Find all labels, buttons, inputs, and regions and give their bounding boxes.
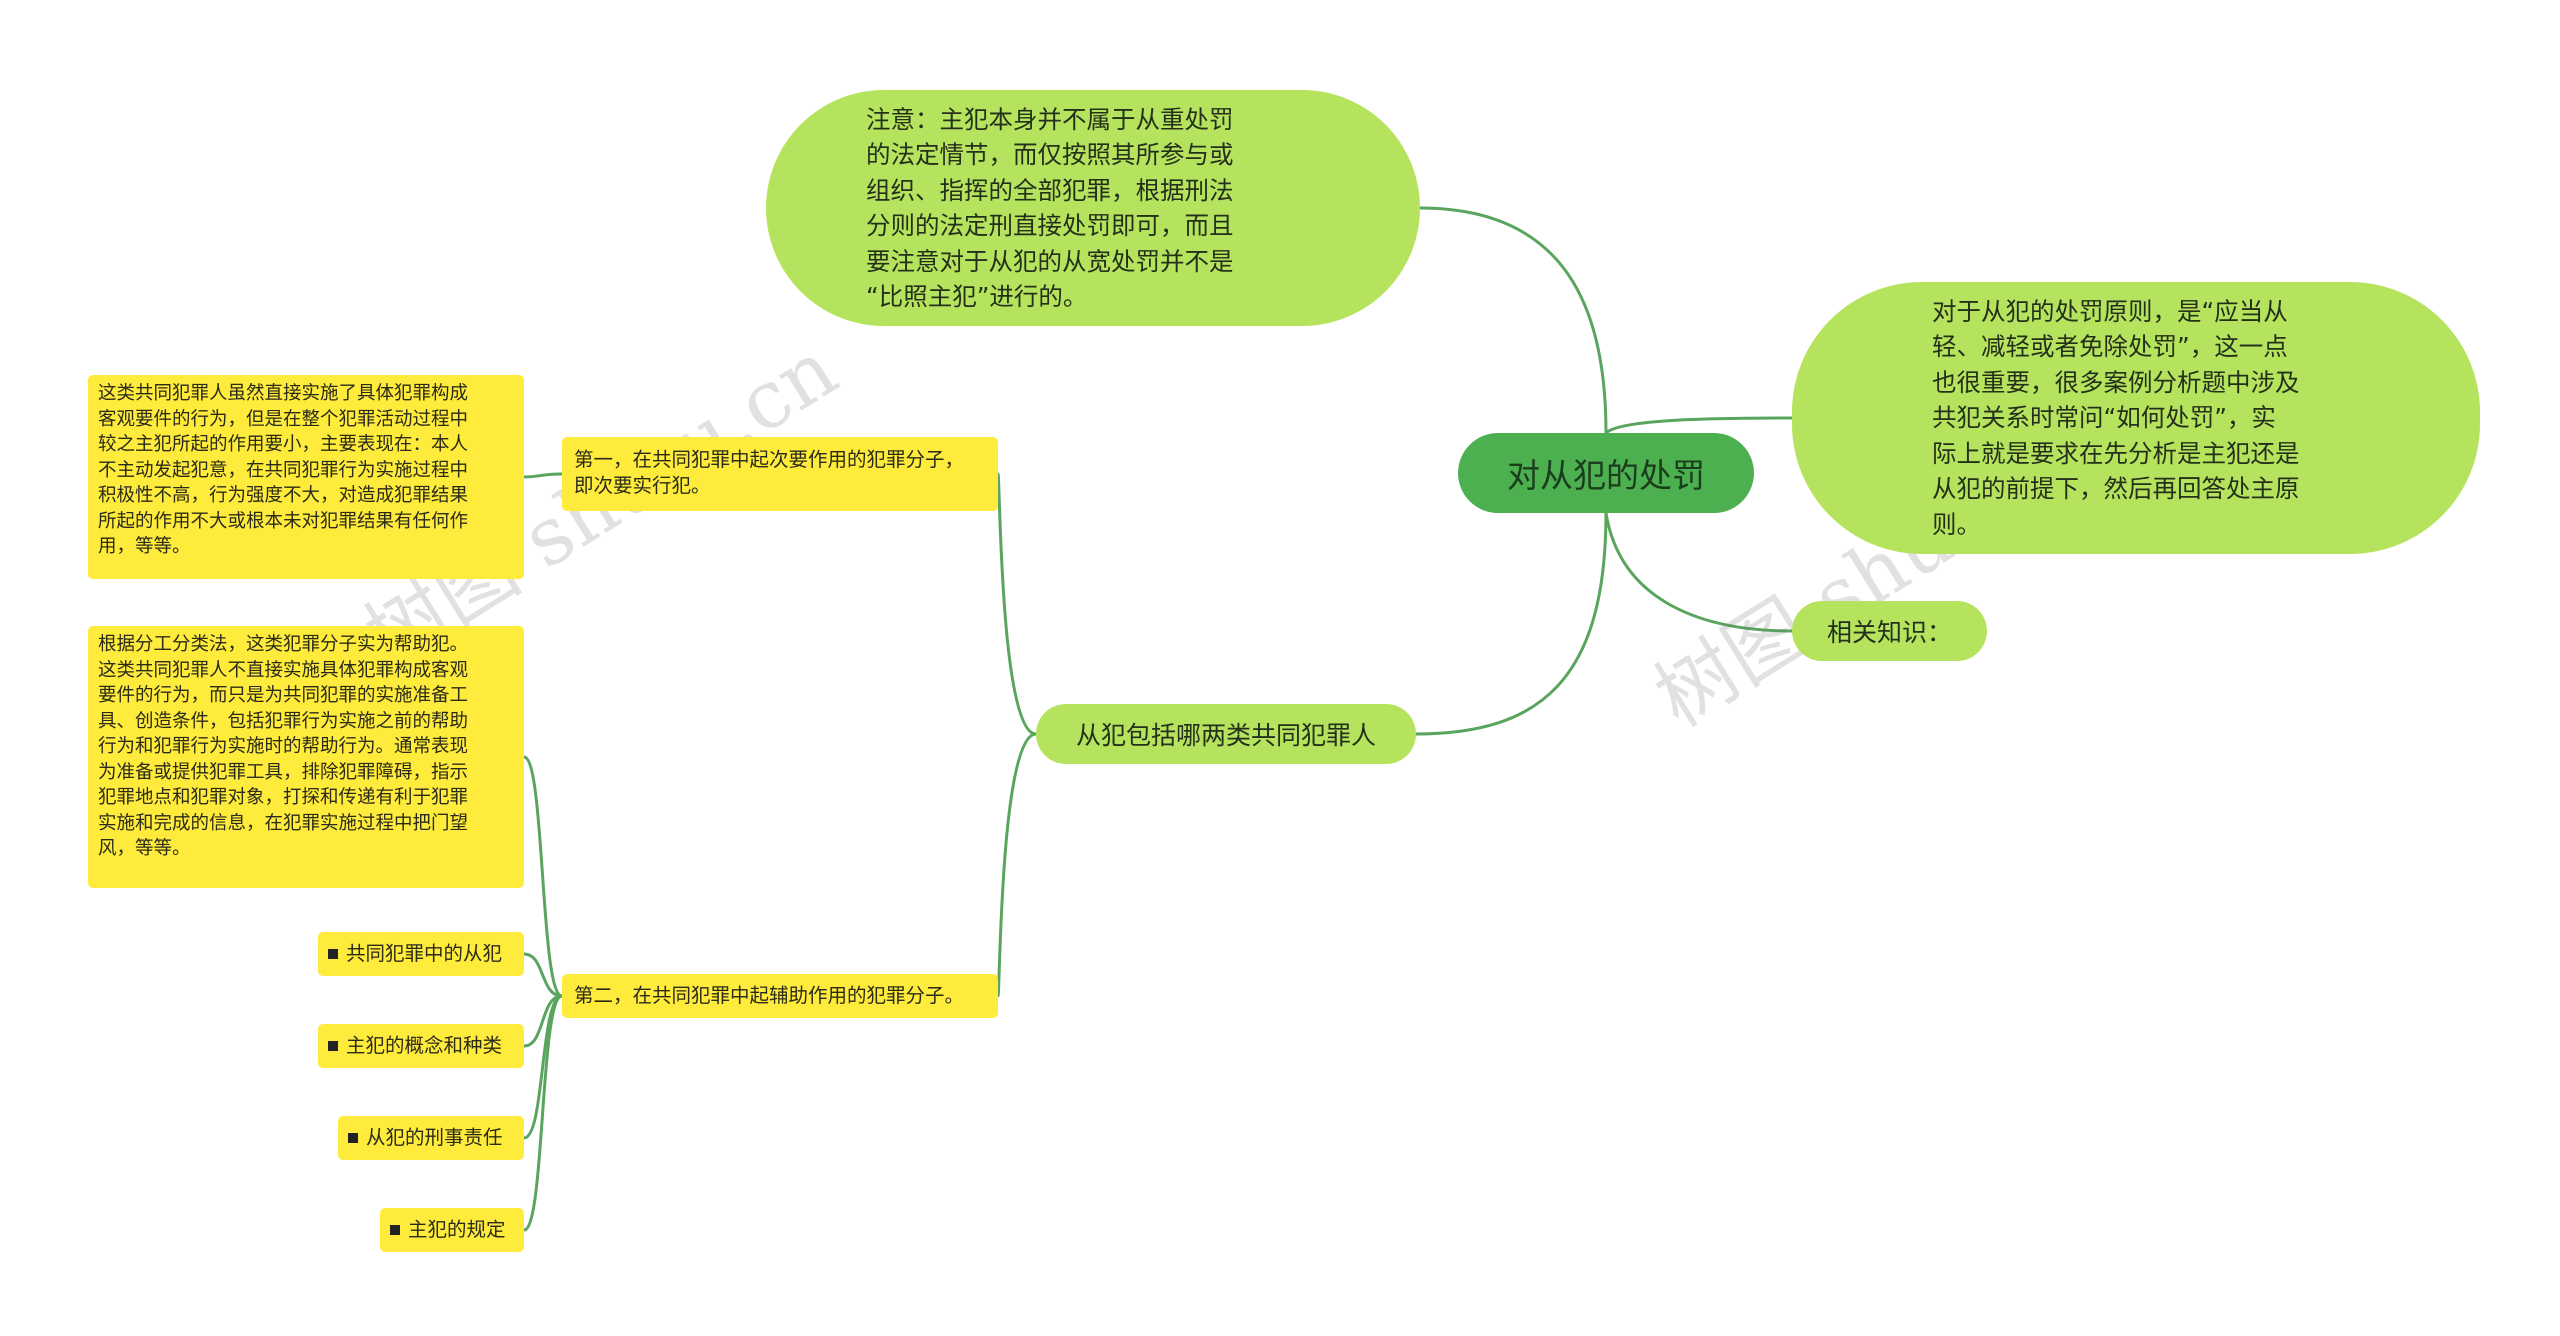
- note-node[interactable]: 注意：主犯本身并不属于从重处罚 的法定情节，而仅按照其所参与或 组织、指挥的全部…: [766, 90, 1420, 326]
- root-label: 对从犯的处罚: [1507, 456, 1705, 495]
- related-node[interactable]: 相关知识：: [1792, 601, 1987, 661]
- related-link-label: 从犯的刑事责任: [366, 1126, 503, 1150]
- edge-root-which: [1415, 512, 1608, 736]
- related-link[interactable]: 共同犯罪中的从犯: [318, 932, 524, 976]
- related-link-label: 主犯的概念和种类: [346, 1034, 503, 1058]
- edge-first-detail1: [523, 472, 563, 479]
- first-type-detail: 这类共同犯罪人虽然直接实施了具体犯罪构成 客观要件的行为，但是在整个犯罪活动过程…: [88, 375, 524, 579]
- related-link[interactable]: 从犯的刑事责任: [338, 1116, 524, 1160]
- bullet-icon: [348, 1133, 358, 1143]
- edge-which-second: [996, 732, 1037, 998]
- related-label: 相关知识：: [1826, 618, 1952, 647]
- edge-second-link2: [523, 994, 563, 1048]
- bullet-icon: [390, 1225, 400, 1235]
- edge-second-detail2: [523, 755, 563, 998]
- principle-node[interactable]: 对于从犯的处罚原则，是“应当从 轻、减轻或者免除处罚”，这一点 也很重要，很多案…: [1792, 282, 2480, 554]
- related-link[interactable]: 主犯的规定: [380, 1208, 524, 1252]
- which-node[interactable]: 从犯包括哪两类共同犯罪人: [1036, 704, 1416, 764]
- edge-root-note: [1419, 206, 1608, 434]
- root-node[interactable]: 对从犯的处罚: [1458, 433, 1754, 513]
- second-type-node[interactable]: 第二，在共同犯罪中起辅助作用的犯罪分子。: [562, 974, 998, 1018]
- edge-second-link1: [523, 952, 563, 998]
- bullet-icon: [328, 1041, 338, 1051]
- related-link-label: 共同犯罪中的从犯: [346, 942, 503, 966]
- first-type-node[interactable]: 第一，在共同犯罪中起次要作用的犯罪分子， 即次要实行犯。: [562, 437, 998, 511]
- related-link-label: 主犯的规定: [408, 1218, 506, 1242]
- which-label: 从犯包括哪两类共同犯罪人: [1075, 721, 1376, 750]
- edge-root-related: [1604, 512, 1793, 633]
- note-text: 注意：主犯本身并不属于从重处罚 的法定情节，而仅按照其所参与或 组织、指挥的全部…: [866, 104, 1234, 312]
- related-link[interactable]: 主犯的概念和种类: [318, 1024, 524, 1068]
- edge-root-principle: [1604, 416, 1793, 435]
- second-type-detail: 根据分工分类法，这类犯罪分子实为帮助犯。 这类共同犯罪人不直接实施具体犯罪构成客…: [88, 626, 524, 888]
- edge-which-first: [996, 472, 1037, 736]
- edge-second-link4: [523, 994, 563, 1232]
- bullet-icon: [328, 949, 338, 959]
- principle-text: 对于从犯的处罚原则，是“应当从 轻、减轻或者免除处罚”，这一点 也很重要，很多案…: [1932, 296, 2300, 539]
